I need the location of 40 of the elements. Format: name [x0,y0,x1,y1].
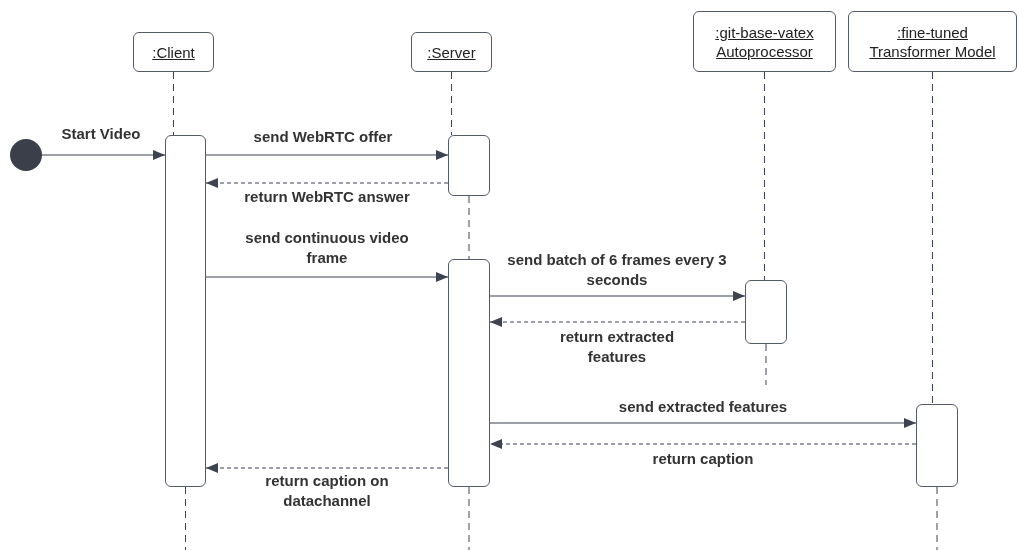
edge-label: Start Video [60,124,142,144]
lifeline [936,486,938,550]
edge-label: send extracted features [617,397,789,417]
lifeline-header [133,32,214,72]
message-arrow [205,150,449,160]
lifeline [185,486,186,550]
lifeline [764,71,765,281]
lifeline [765,343,767,386]
lifeline [468,486,470,550]
edge-label: return WebRTC answer [243,187,411,207]
lifeline [468,195,470,260]
edge-label: send continuous video frame [244,228,410,268]
lifeline-header [693,11,836,72]
lifeline-header [411,32,492,72]
lifeline [173,71,174,136]
lifeline [932,71,933,405]
edge-label: send batch of 6 frames every 3 seconds [506,250,728,290]
message-arrow [205,272,449,282]
message-arrow [489,291,746,301]
activation-bar [448,259,490,487]
message-arrow [205,463,449,473]
edge-label: return extracted features [558,327,676,367]
object-name: :git-base-vatex Autoprocessor [714,22,815,61]
edge-label: return caption [651,449,755,469]
activation-bar [916,404,958,487]
object-name: :Client [152,42,195,62]
message-arrow [489,418,917,428]
message-arrow [205,178,449,188]
activation-bar [448,135,490,196]
edge-label: return caption on datachannel [264,471,390,511]
edge-label: send WebRTC offer [252,127,394,147]
activation-bar [165,135,206,487]
activation-bar [745,280,787,344]
message-arrow [41,150,166,160]
message-arrow [489,439,917,449]
lifeline-header [848,11,1017,72]
object-name: :fine-tuned Transformer Model [868,22,997,61]
lifeline [451,71,452,136]
message-arrow [489,317,746,327]
object-name: :Server [427,42,476,62]
